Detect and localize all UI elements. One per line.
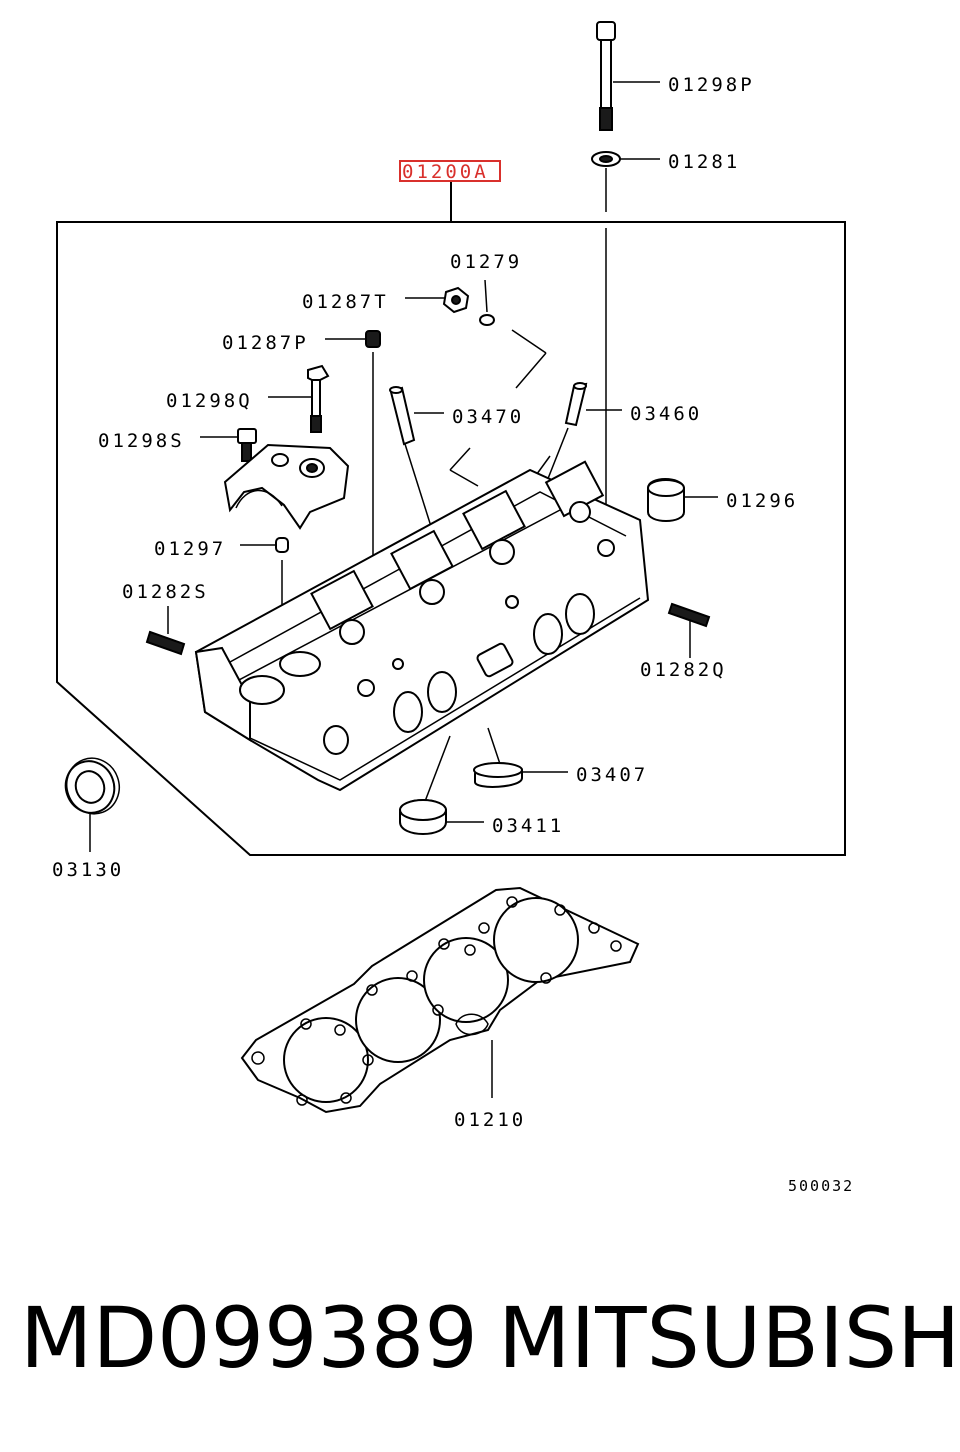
oil-seal-03130[interactable] — [59, 751, 127, 821]
plug-01296[interactable] — [647, 478, 685, 522]
footer: MD099389 MITSUBISHI — [0, 1288, 960, 1388]
bolt-01298P[interactable] — [596, 21, 616, 131]
washer-01281[interactable] — [591, 151, 621, 167]
brand-name: MITSUBISHI — [498, 1289, 960, 1387]
callout-03407[interactable]: 03407 — [576, 764, 648, 786]
figure-id: 500032 — [788, 1177, 854, 1195]
part-number: MD099389 — [20, 1289, 478, 1387]
guide-01279-b — [515, 352, 547, 389]
stud-01282S[interactable] — [145, 630, 186, 656]
seal-03411[interactable] — [399, 799, 447, 835]
callout-01298Q[interactable]: 01298Q — [166, 390, 253, 412]
plug-01287T[interactable] — [442, 286, 470, 314]
callout-01282S[interactable]: 01282S — [122, 581, 209, 603]
highlight-box-01200A[interactable] — [399, 160, 501, 182]
callout-01282Q[interactable]: 01282Q — [640, 659, 727, 681]
seal-03407[interactable] — [473, 762, 523, 788]
valve-guide-03470[interactable] — [389, 386, 416, 446]
guide-01279-a — [511, 329, 547, 354]
dowel-01297[interactable] — [275, 537, 289, 553]
cylinder-head[interactable] — [194, 460, 650, 792]
callout-03460[interactable]: 03460 — [630, 403, 702, 425]
callout-01298P[interactable]: 01298P — [668, 74, 755, 96]
callout-01287P[interactable]: 01287P — [222, 332, 309, 354]
callout-01279[interactable]: 01279 — [450, 251, 522, 273]
guide-03470-b — [449, 469, 479, 487]
bolt-01298S[interactable] — [237, 428, 257, 462]
bearing-cap[interactable] — [223, 443, 350, 530]
stud-01282Q[interactable] — [667, 602, 711, 628]
callout-01296[interactable]: 01296 — [726, 490, 798, 512]
callout-01287T[interactable]: 01287T — [302, 291, 389, 313]
callout-03130[interactable]: 03130 — [52, 859, 124, 881]
o-ring-01279[interactable] — [479, 314, 495, 326]
assembly-frame — [56, 221, 846, 856]
callout-01200A[interactable]: 01200A — [402, 161, 489, 183]
bolt-01298Q[interactable] — [307, 364, 330, 433]
callout-01297[interactable]: 01297 — [154, 538, 226, 560]
callout-03411[interactable]: 03411 — [492, 815, 564, 837]
leader-03411-up — [423, 735, 451, 805]
callout-03470[interactable]: 03470 — [452, 406, 524, 428]
callout-01298S[interactable]: 01298S — [98, 430, 185, 452]
guide-03470-a — [449, 447, 471, 471]
callout-01281[interactable]: 01281 — [668, 151, 740, 173]
leader-03407-up — [487, 727, 501, 765]
callout-01210[interactable]: 01210 — [454, 1109, 526, 1131]
plug-01287P[interactable] — [365, 330, 381, 348]
valve-guide-03460[interactable] — [564, 382, 588, 427]
head-gasket-01210[interactable] — [240, 886, 640, 1114]
leader-01279 — [484, 279, 488, 313]
